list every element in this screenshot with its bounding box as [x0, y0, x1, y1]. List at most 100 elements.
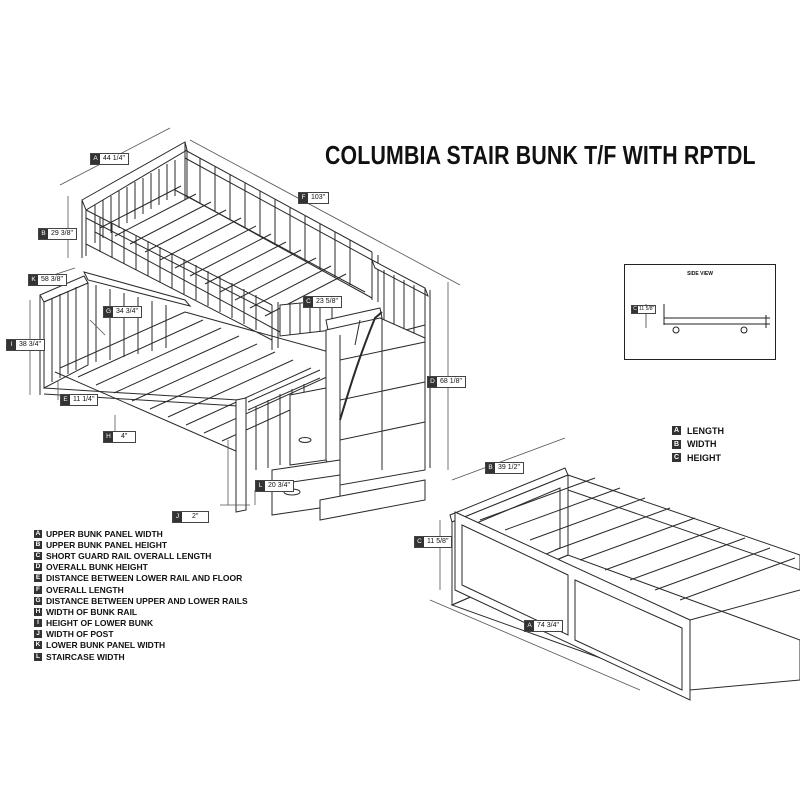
legend-row: C SHORT GUARD RAIL OVERALL LENGTH	[34, 550, 248, 561]
legend-key: I	[34, 619, 42, 628]
dim-key: J	[173, 512, 182, 522]
dim-key: B	[39, 229, 48, 239]
dim-key: I	[7, 340, 16, 350]
dim-value: 34 3/4"	[116, 308, 138, 315]
dim-key: B	[486, 463, 495, 473]
dimension-legend: A UPPER BUNK PANEL WIDTH B UPPER BUNK PANE…	[34, 528, 248, 662]
trundle-dim-label-b: B 39 1/2"	[485, 462, 524, 474]
legend-key: A	[34, 529, 42, 538]
legend-row: G DISTANCE BETWEEN UPPER AND LOWER RAILS	[34, 595, 248, 606]
legend-row: H WIDTH OF BUNK RAIL	[34, 606, 248, 617]
dim-label-j: J 2"	[172, 511, 210, 523]
dim-value: 103"	[311, 194, 326, 201]
dim-value: 11 1/4"	[73, 396, 95, 403]
key-legend-row: B WIDTH	[672, 438, 724, 452]
upper-front-guardrail	[85, 209, 333, 350]
dim-label-l: L 20 3/4"	[255, 480, 294, 492]
upper-headboard	[81, 141, 188, 258]
legend-label: STAIRCASE WIDTH	[46, 651, 125, 662]
legend-key: H	[34, 607, 42, 616]
dim-value: 4"	[121, 433, 128, 440]
legend-key: J	[34, 630, 42, 639]
legend-row: D OVERALL BUNK HEIGHT	[34, 562, 248, 573]
legend-row: B UPPER BUNK PANEL HEIGHT	[34, 539, 248, 550]
bunk-bed-drawing	[29, 127, 461, 521]
dim-value: 74 3/4"	[537, 622, 559, 629]
dim-key: G	[104, 307, 113, 317]
dim-label-b: B 29 3/8"	[38, 228, 77, 240]
trundle-dim-label-c: C 11 5/8"	[414, 536, 453, 548]
legend-label: LOWER BUNK PANEL WIDTH	[46, 640, 166, 651]
legend-key: F	[34, 585, 42, 594]
legend-key: B	[34, 540, 42, 549]
legend-row: F OVERALL LENGTH	[34, 584, 248, 595]
dim-label-a: A 44 1/4"	[90, 153, 129, 165]
trundle-dimension-lines	[429, 437, 641, 691]
key-legend-row: A LENGTH	[672, 424, 724, 438]
trundle-drawing	[429, 437, 800, 701]
legend-label: LENGTH	[687, 425, 724, 436]
dim-key: F	[299, 193, 308, 203]
key-legend-row: C HEIGHT	[672, 451, 724, 465]
diagram-title: COLUMBIA STAIR BUNK T/F WITH RPTDL	[325, 140, 756, 170]
dim-value: 39 1/2"	[498, 464, 520, 471]
legend-key: C	[34, 551, 42, 560]
dim-value: 11 5/8"	[427, 538, 449, 545]
upper-mattress-slats	[94, 185, 366, 333]
dim-key: D	[428, 377, 437, 387]
trundle-dim-label-a: A 74 3/4"	[524, 620, 563, 632]
legend-key: D	[34, 563, 42, 572]
dim-label-d: D 68 1/8"	[427, 376, 466, 388]
legend-label: OVERALL BUNK HEIGHT	[46, 562, 148, 573]
legend-label: WIDTH	[687, 439, 717, 450]
dim-key: E	[61, 395, 70, 405]
dim-key: C	[415, 537, 424, 547]
legend-label: UPPER BUNK PANEL HEIGHT	[46, 539, 168, 550]
staircase	[271, 307, 426, 521]
legend-row: J WIDTH OF POST	[34, 629, 248, 640]
side-view-dim-label: C 11 5/8"	[631, 305, 657, 314]
dim-label-h: H 4"	[103, 431, 137, 443]
dim-label-g: G 34 3/4"	[103, 306, 142, 318]
side-view-title: SIDE VIEW	[687, 271, 713, 277]
upper-back-guardrail	[184, 149, 379, 302]
dim-value: 68 1/8"	[440, 378, 462, 385]
legend-label: DISTANCE BETWEEN UPPER AND LOWER RAILS	[46, 595, 248, 606]
dim-value: 58 3/8"	[41, 276, 63, 283]
legend-label: SHORT GUARD RAIL OVERALL LENGTH	[46, 550, 212, 561]
lower-front-rail	[43, 369, 321, 513]
dim-value: 38 3/4"	[19, 341, 41, 348]
legend-label: OVERALL LENGTH	[46, 584, 124, 595]
legend-row: I HEIGHT OF LOWER BUNK	[34, 618, 248, 629]
dim-label-k: K 58 3/8"	[28, 274, 67, 286]
dim-label-e: E 11 1/4"	[60, 394, 99, 406]
legend-row: A UPPER BUNK PANEL WIDTH	[34, 528, 248, 539]
legend-label: WIDTH OF BUNK RAIL	[46, 606, 138, 617]
dim-key: C	[304, 297, 313, 307]
dim-label-c: C 23 5/8"	[303, 296, 342, 308]
legend-row: L STAIRCASE WIDTH	[34, 651, 248, 662]
legend-key: C	[672, 453, 681, 463]
dim-key: H	[104, 432, 113, 442]
trundle-slats	[479, 477, 796, 601]
dim-label-f: F 103"	[298, 192, 330, 204]
dim-key: C	[632, 306, 638, 313]
dim-value: 23 5/8"	[316, 298, 338, 305]
dim-value: 2"	[192, 513, 199, 520]
dim-key: A	[91, 154, 100, 164]
legend-label: HEIGHT	[687, 452, 722, 463]
legend-label: WIDTH OF POST	[46, 629, 114, 640]
legend-key: B	[672, 439, 681, 449]
legend-key: L	[34, 652, 42, 661]
dimension-key-legend: A LENGTH B WIDTH C HEIGHT	[672, 424, 724, 465]
legend-key: K	[34, 641, 42, 650]
dim-value: 11 5/8"	[639, 306, 655, 312]
legend-label: HEIGHT OF LOWER BUNK	[46, 618, 154, 629]
dim-value: 44 1/4"	[103, 155, 125, 162]
dim-key: A	[525, 621, 534, 631]
dim-key: K	[29, 275, 38, 285]
dim-value: 20 3/4"	[268, 482, 290, 489]
legend-key: G	[34, 596, 42, 605]
legend-label: UPPER BUNK PANEL WIDTH	[46, 528, 163, 539]
